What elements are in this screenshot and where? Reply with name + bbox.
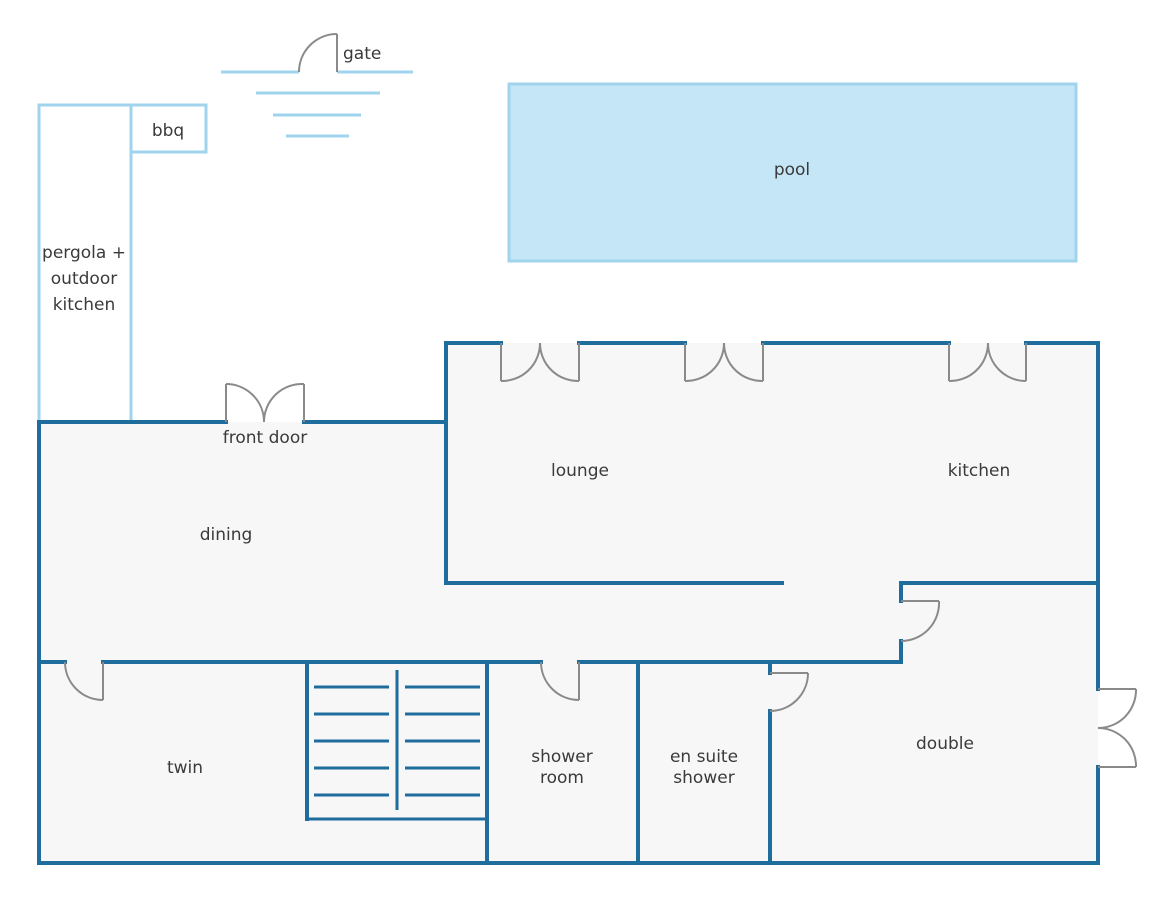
gate-door <box>298 33 338 73</box>
lounge-label: lounge <box>551 461 609 481</box>
room-labels: gate bbq pool pergola + outdoor kitchen … <box>42 44 1010 788</box>
double-corridor-wall <box>768 639 903 664</box>
shower-room-label-line-1: shower <box>531 747 592 767</box>
lounge-partition <box>444 420 784 585</box>
outdoor-structures <box>37 70 413 422</box>
gate-label: gate <box>343 44 381 64</box>
kitchen-label: kitchen <box>948 461 1011 481</box>
kitchen-double-partition <box>899 581 1100 603</box>
front-door-swing <box>225 382 305 423</box>
outer-wall-right <box>1024 341 1100 691</box>
shower-room-label-line-2: room <box>540 768 584 788</box>
pergola-label-line-1: pergola + <box>42 243 126 263</box>
double-door <box>900 600 941 643</box>
double-exterior-door <box>1097 688 1138 768</box>
patio-door <box>500 342 580 383</box>
twin-door <box>64 661 104 701</box>
pool <box>507 82 1078 263</box>
patio-door <box>684 342 764 383</box>
pergola-wall <box>37 103 208 422</box>
outer-wall-top-left <box>302 341 503 424</box>
house-walls <box>37 341 1100 865</box>
bbq-label: bbq <box>152 121 184 141</box>
double-label: double <box>916 734 974 754</box>
pergola-label-line-3: kitchen <box>53 295 116 315</box>
front-door-label: front door <box>223 428 307 448</box>
doors <box>64 342 1138 768</box>
shower-room-door <box>540 661 580 701</box>
pergola-label-line-2: outdoor <box>51 269 117 289</box>
dining-label: dining <box>200 525 253 545</box>
staircase <box>305 660 489 821</box>
pergola-fill <box>39 105 131 422</box>
floor-fill <box>39 343 1098 863</box>
en-suite-label-line-2: shower <box>673 768 734 788</box>
twin-label: twin <box>167 758 203 778</box>
pool-label: pool <box>774 160 810 180</box>
en-suite-door <box>769 672 809 712</box>
outer-wall-bottom-left <box>37 420 1100 865</box>
floor-area <box>39 105 1098 863</box>
patio-door <box>948 342 1027 383</box>
en-suite-label-line-1: en suite <box>670 747 738 767</box>
